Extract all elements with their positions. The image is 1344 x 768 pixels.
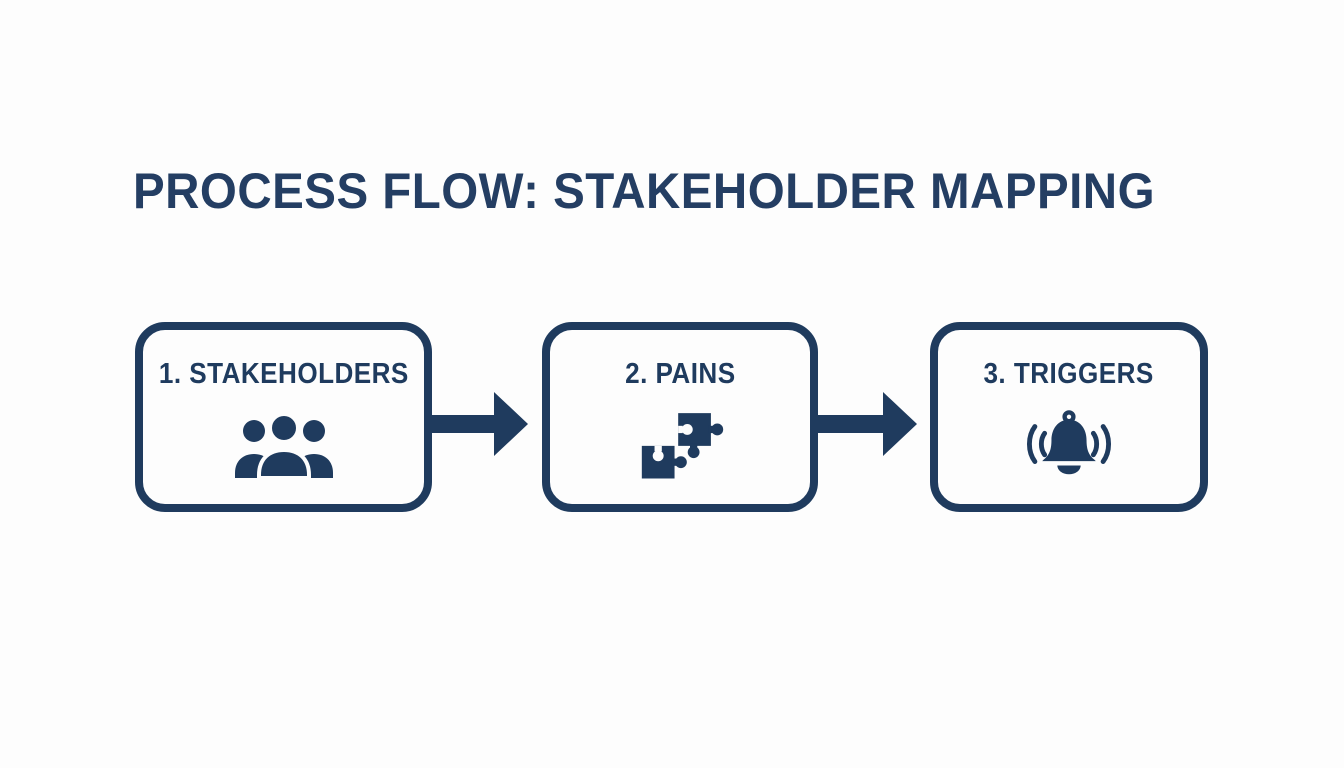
- stage-box-stakeholders: 1. STAKEHOLDERS: [135, 322, 432, 512]
- page-title: PROCESS FLOW: STAKEHOLDER MAPPING: [133, 166, 1209, 216]
- stage-label-text: 1. STAKEHOLDERS: [158, 358, 409, 390]
- puzzle-pieces-icon: [636, 404, 724, 484]
- stage-label-text: 2. PAINS: [624, 358, 736, 390]
- alarm-bell-icon: [1021, 408, 1117, 484]
- stage-label-text: 3. TRIGGERS: [983, 358, 1155, 390]
- stage-box-pains: 2. PAINS: [542, 322, 818, 512]
- flow-arrow-2: [817, 391, 917, 457]
- stage-label-pains: 2. PAINS: [550, 357, 810, 392]
- flow-arrow-1: [428, 391, 528, 457]
- stage-label-triggers: 3. TRIGGERS: [938, 357, 1200, 392]
- people-group-icon: [234, 412, 334, 480]
- stage-box-triggers: 3. TRIGGERS: [930, 322, 1208, 512]
- stage-label-stakeholders: 1. STAKEHOLDERS: [143, 357, 424, 392]
- page-title-text: PROCESS FLOW: STAKEHOLDER MAPPING: [133, 163, 1156, 219]
